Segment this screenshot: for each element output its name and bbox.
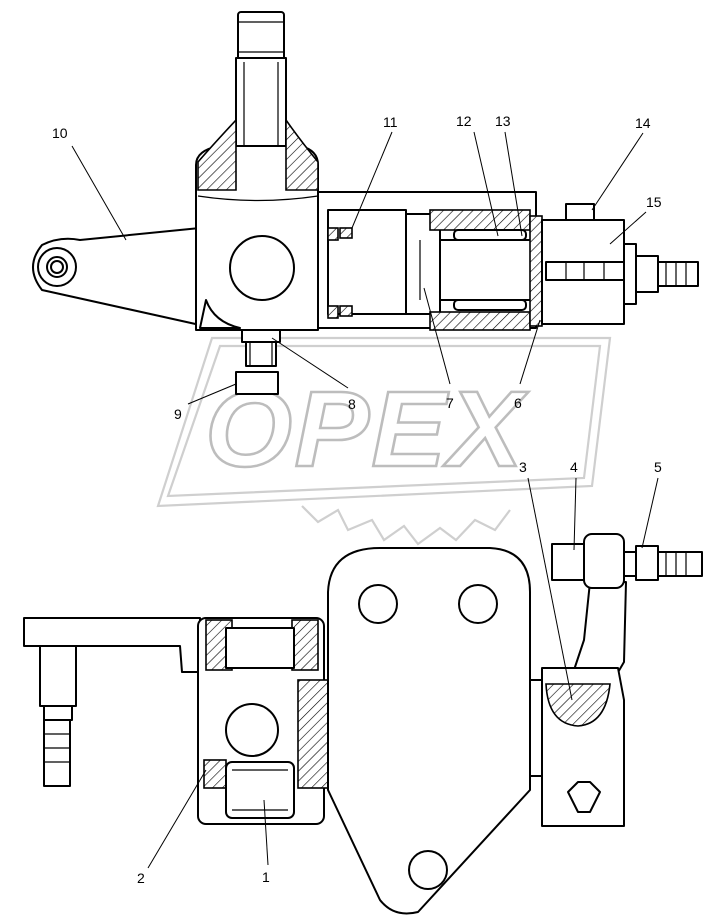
lower-lever-assembly xyxy=(23,617,329,825)
callout-13: 13 xyxy=(495,113,511,129)
callout-12: 12 xyxy=(456,113,472,129)
callout-3: 3 xyxy=(519,459,527,475)
callout-15: 15 xyxy=(646,194,662,210)
callout-10: 10 xyxy=(52,125,68,141)
callout-7: 7 xyxy=(446,395,454,411)
callout-1: 1 xyxy=(262,869,270,885)
steering-lever-assembly xyxy=(32,11,699,395)
leader-lines xyxy=(71,131,659,869)
callout-11: 11 xyxy=(383,114,398,130)
callout-8: 8 xyxy=(348,396,356,412)
mounting-plate xyxy=(327,547,531,915)
callout-labels: 1 2 3 4 5 6 7 8 9 10 11 12 13 14 15 xyxy=(52,113,662,886)
callout-6: 6 xyxy=(514,395,522,411)
callout-4: 4 xyxy=(570,459,578,475)
callout-14: 14 xyxy=(635,115,651,131)
callout-9: 9 xyxy=(174,406,182,422)
right-bracket-assembly xyxy=(529,533,703,827)
callout-5: 5 xyxy=(654,459,662,475)
callout-2: 2 xyxy=(137,870,145,886)
